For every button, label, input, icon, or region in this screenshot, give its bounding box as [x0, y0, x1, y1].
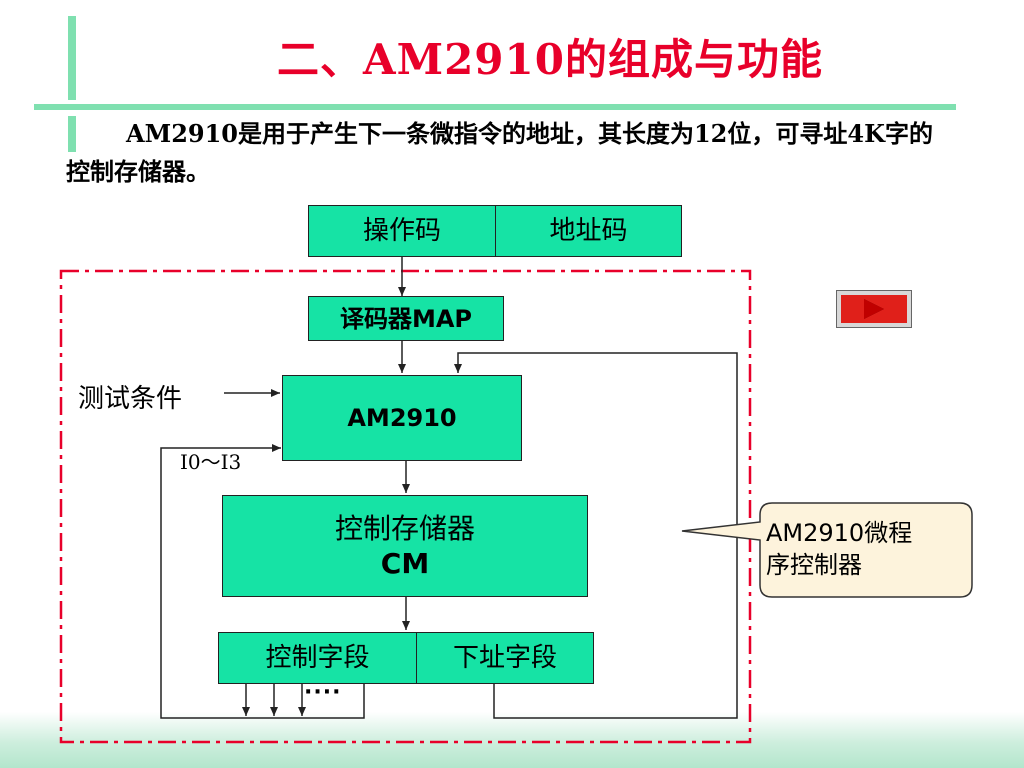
- am2910-block: AM2910: [282, 375, 522, 461]
- vertical-rule: [68, 16, 76, 100]
- callout-bubble: [681, 502, 973, 598]
- address-field: 地址码: [495, 205, 682, 257]
- page-title: 二、AM2910的组成与功能: [277, 35, 823, 84]
- vertical-rule-lower: [68, 116, 76, 152]
- instruction-format: 操作码 地址码: [308, 205, 682, 257]
- intro-paragraph: AM2910是用于产生下一条微指令的地址，其长度为12位，可寻址4K字的控制存储…: [66, 119, 933, 186]
- decoder-map: 译码器MAP: [308, 296, 504, 341]
- callout-text: AM2910微程 序控制器: [766, 517, 912, 581]
- more-outputs-dots: ····: [304, 680, 342, 705]
- control-field: 控制字段: [218, 632, 416, 684]
- cm-abbrev: CM: [380, 547, 430, 580]
- control-memory-cm: 控制存储器 CM: [222, 495, 588, 597]
- controller-boundary: [59, 269, 752, 744]
- i0-i3-label: I0～I3: [180, 450, 242, 474]
- arrow-i-feedback: [160, 444, 365, 719]
- microinstruction-fields: 控制字段 下址字段: [218, 632, 594, 684]
- next-address-field: 下址字段: [416, 632, 594, 684]
- test-condition-label: 测试条件: [78, 384, 183, 414]
- bottom-gradient-band: [0, 712, 1024, 768]
- cm-label: 控制存储器: [334, 512, 475, 545]
- play-triangle-icon: [864, 299, 884, 319]
- callout-line-1: AM2910微程: [766, 519, 913, 547]
- opcode-field: 操作码: [308, 205, 495, 257]
- next-slide-button-face[interactable]: [841, 295, 907, 323]
- horizontal-rule: [34, 104, 956, 110]
- next-slide-button[interactable]: [836, 290, 912, 328]
- callout-line-2: 序控制器: [766, 551, 862, 579]
